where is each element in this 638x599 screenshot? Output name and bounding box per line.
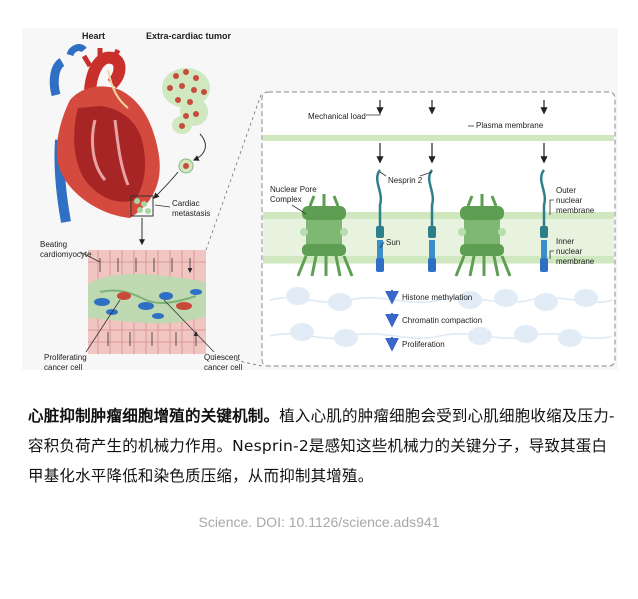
chromatin (269, 287, 613, 347)
npc-label-1: Nuclear Pore (270, 185, 317, 194)
caption: 心脏抑制肿瘤细胞增殖的关键机制。植入心肌的肿瘤细胞会受到心肌细胞收缩及压力-容积… (28, 401, 618, 491)
nesprin2-label: Nesprin 2 (388, 176, 423, 185)
tumor-cluster (162, 68, 210, 174)
heart-label: Heart (82, 31, 105, 41)
outcome-histone: Histone methylation (402, 293, 472, 302)
metastasis-cells (134, 198, 151, 214)
beating-label: Beating (40, 240, 67, 249)
outer-label-3: membrane (556, 206, 595, 215)
mechanical-load-label: Mechanical load (308, 112, 366, 121)
source-citation: Science. DOI: 10.1126/science.ads941 (198, 514, 440, 530)
outer-label-1: Outer (556, 186, 576, 195)
nesprin2-complex-2 (427, 169, 436, 272)
zoom-lines (205, 91, 263, 367)
nesprin2-complex-3 (539, 169, 548, 272)
outcome-chromatin: Chromatin compaction (402, 316, 482, 325)
inner-label-2: nuclear (556, 247, 583, 256)
caption-text: 植入心肌的肿瘤细胞会受到心肌细胞收缩及压力-容积负荷产生的机械力作用。Nespr… (28, 407, 615, 485)
plasma-membrane (263, 135, 614, 141)
outcome-proliferation: Proliferation (402, 340, 445, 349)
metastasis-label: metastasis (172, 209, 210, 218)
cardiac-label: Cardiac (172, 199, 200, 208)
inner-label-1: Inner (556, 237, 575, 246)
metastasis-box (130, 195, 154, 217)
inner-label-3: membrane (556, 257, 595, 266)
tissue-section (88, 250, 206, 354)
outer-label-2: nuclear (556, 196, 583, 205)
nuclear-pore-complex-2 (454, 194, 512, 277)
npc-label-2: Complex (270, 195, 302, 204)
sun-label: Sun (386, 238, 400, 247)
nuclear-pore-complex-1 (296, 194, 354, 277)
caption-bold: 心脏抑制肿瘤细胞增殖的关键机制。 (28, 407, 280, 425)
quiescent-label: Quiescent (204, 353, 241, 362)
proliferating-label: Proliferating (44, 353, 87, 362)
cancer-cell-label-2: cancer cell (204, 363, 242, 372)
plasma-membrane-label: Plasma membrane (476, 121, 544, 130)
illustration: Heart Extra-cardiac tumor Cardiac metast… (40, 31, 616, 372)
cardiomyocyte-label: cardiomyocyte (40, 250, 92, 259)
cancer-cell-label-1: cancer cell (44, 363, 82, 372)
outcome-list: Histone methylation Chromatin compaction… (385, 290, 482, 352)
tumor-label: Extra-cardiac tumor (146, 31, 232, 41)
nesprin2-complex-1 (375, 169, 384, 272)
heart-icon (49, 44, 160, 223)
